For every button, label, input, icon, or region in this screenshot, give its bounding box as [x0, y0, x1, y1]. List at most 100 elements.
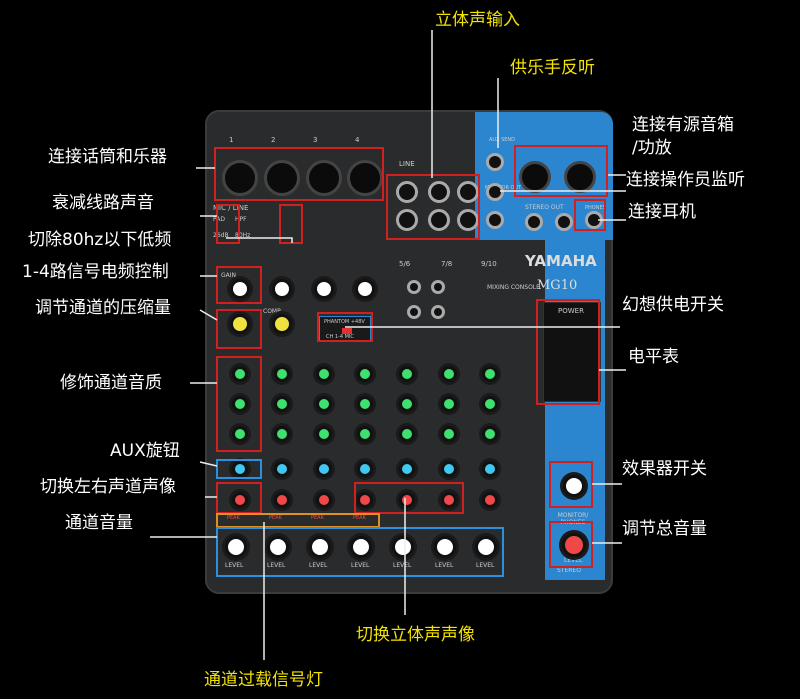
phantom-toggle[interactable] [342, 328, 352, 334]
stereo-out-l-jack[interactable] [525, 213, 543, 231]
aux-knob-3[interactable] [316, 461, 332, 477]
xlr-combo-input-4[interactable] [347, 160, 383, 196]
box-peak [216, 513, 380, 528]
pan-knob-5[interactable] [399, 492, 415, 508]
aux-knob-1[interactable] [232, 461, 248, 477]
eq-knob-1-1[interactable] [232, 366, 248, 382]
ch2-label: 2 [271, 136, 276, 144]
pan-knob-6[interactable] [441, 492, 457, 508]
aux-knob-4[interactable] [357, 461, 373, 477]
peak-led-4: PEAK [353, 515, 366, 521]
box-pan [216, 482, 262, 514]
gain-knob-2[interactable] [272, 279, 292, 299]
pan-knob-1[interactable] [232, 492, 248, 508]
gain-knob-3[interactable] [314, 279, 334, 299]
ch56-label: 5/6 [399, 260, 411, 268]
eq-knob-6-2[interactable] [441, 396, 457, 412]
aux-send-jack[interactable] [486, 153, 504, 171]
stereo-level-knob[interactable] [562, 533, 586, 557]
label-stereo-input: 立体声输入 [435, 10, 520, 30]
pan-knob-4[interactable] [357, 492, 373, 508]
box-effects [549, 461, 593, 508]
peak-led-3: PEAK [311, 515, 324, 521]
label-aux-send: 供乐手反听 [510, 58, 595, 78]
box-phones [574, 199, 606, 231]
eq-knob-7-2[interactable] [482, 396, 498, 412]
eq-knob-7-3[interactable] [482, 426, 498, 442]
label-master: 调节总音量 [622, 519, 707, 539]
aux-knob-6[interactable] [441, 461, 457, 477]
label-comp: 调节通道的压缩量 [35, 298, 171, 318]
level-knob-3[interactable] [309, 536, 331, 558]
eq-knob-2-2[interactable] [274, 396, 290, 412]
xlr-combo-input-3[interactable] [306, 160, 342, 196]
box-eq [216, 356, 262, 452]
comp-knob-1[interactable] [230, 314, 250, 334]
stereo-out-r-jack[interactable] [555, 213, 573, 231]
aux-knob-5[interactable] [399, 461, 415, 477]
comp-knob-2[interactable] [272, 314, 292, 334]
aux-knob-2[interactable] [274, 461, 290, 477]
eq-knob-5-2[interactable] [399, 396, 415, 412]
level-knob-2[interactable] [267, 536, 289, 558]
xlr-combo-input-2[interactable] [264, 160, 300, 196]
line-input-l-3[interactable] [457, 181, 479, 203]
eq-knob-2-3[interactable] [274, 426, 290, 442]
eq-knob-2-1[interactable] [274, 366, 290, 382]
rca-8[interactable] [431, 305, 445, 319]
pan-knob-7[interactable] [482, 492, 498, 508]
eq-knob-6-3[interactable] [441, 426, 457, 442]
aux-send-label: AUX SEND [489, 137, 516, 143]
ch4-label: 4 [355, 136, 360, 144]
ch1-label: 1 [229, 136, 234, 144]
gain-knob-1[interactable] [230, 279, 250, 299]
line-input-r-3[interactable] [457, 209, 479, 231]
monitor-phones-knob[interactable] [563, 475, 585, 497]
eq-knob-4-2[interactable] [357, 396, 373, 412]
line-aux-knob [199, 461, 218, 467]
level-knob-1[interactable] [225, 536, 247, 558]
gain-knob-4[interactable] [355, 279, 375, 299]
label-aux: AUX旋钮 [110, 441, 180, 461]
rca-5[interactable] [407, 280, 421, 294]
eq-knob-1-3[interactable] [232, 426, 248, 442]
box-comp [216, 309, 262, 349]
pan-knob-3[interactable] [316, 492, 332, 508]
eq-knob-3-3[interactable] [316, 426, 332, 442]
rca-6[interactable] [407, 305, 421, 319]
gain-label: GAIN [221, 272, 237, 279]
line-input-r-2[interactable] [428, 209, 450, 231]
eq-knob-1-2[interactable] [232, 396, 248, 412]
eq-knob-5-3[interactable] [399, 426, 415, 442]
monitor-out-l-jack[interactable] [486, 183, 504, 201]
level-knob-4[interactable] [350, 536, 372, 558]
eq-knob-3-1[interactable] [316, 366, 332, 382]
line-input-l-1[interactable] [396, 181, 418, 203]
level-label-5-6: LEVEL [393, 562, 412, 569]
level-knob-7[interactable] [475, 536, 497, 558]
eq-knob-6-1[interactable] [441, 366, 457, 382]
label-phones: 连接耳机 [628, 202, 696, 222]
hpf-label: HPF [235, 216, 247, 223]
line-input-r-1[interactable] [396, 209, 418, 231]
box-aux [216, 459, 262, 479]
stereo-out-xlr-r[interactable] [564, 161, 596, 193]
level-knob-5[interactable] [392, 536, 414, 558]
pan-knob-2[interactable] [274, 492, 290, 508]
label-gain: 1-4路信号电频控制 [22, 262, 169, 282]
aux-knob-7[interactable] [482, 461, 498, 477]
level-meter: POWER [543, 302, 601, 402]
eq-knob-7-1[interactable] [482, 366, 498, 382]
label-pan: 切换左右声道声像 [40, 477, 176, 497]
level-knob-6[interactable] [434, 536, 456, 558]
eq-knob-4-3[interactable] [357, 426, 373, 442]
line-input-l-2[interactable] [428, 181, 450, 203]
eq-knob-5-1[interactable] [399, 366, 415, 382]
eq-knob-3-2[interactable] [316, 396, 332, 412]
xlr-combo-input-1[interactable] [222, 160, 258, 196]
line-comp [199, 309, 218, 321]
rca-7[interactable] [431, 280, 445, 294]
monitor-out-r-jack[interactable] [486, 211, 504, 229]
eq-knob-4-1[interactable] [357, 366, 373, 382]
